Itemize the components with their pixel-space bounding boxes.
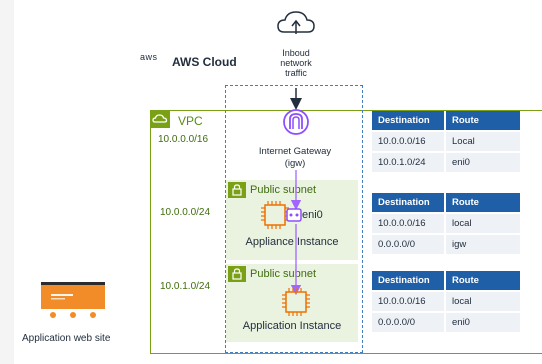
column-header-route: Route: [452, 197, 479, 208]
table-header: Destination Route: [372, 193, 520, 212]
website-label: Application web site: [22, 333, 111, 344]
inbound-traffic-label: Inboud network traffic: [266, 48, 326, 78]
destination-cell: 10.0.0.0/16: [372, 292, 446, 311]
ec2-instance-icon: [282, 288, 310, 316]
column-header-destination: Destination: [372, 271, 446, 290]
vpc-cidr: 10.0.0.0/16: [158, 134, 209, 145]
aws-logo: aws: [140, 52, 158, 62]
table-row: 10.0.0.0/16 local: [372, 212, 520, 233]
route-cell: Local: [452, 136, 475, 147]
column-header-route: Route: [452, 115, 479, 126]
appliance-instance-label: Appliance Instance: [245, 236, 339, 248]
table-row: 10.0.0.0/16 local: [372, 290, 520, 311]
column-header-destination: Destination: [372, 193, 446, 212]
left-margin-band: [0, 0, 14, 364]
destination-cell: 10.0.1.0/24: [372, 153, 446, 172]
table-row: 10.0.1.0/24 eni0: [372, 151, 520, 172]
route-cell: eni0: [452, 157, 470, 168]
table-header: Destination Route: [372, 271, 520, 290]
lock-icon: [228, 182, 246, 198]
column-header-destination: Destination: [372, 111, 446, 130]
website-thumbnail: [41, 282, 105, 322]
igw-line-2: (igw): [284, 158, 306, 169]
application-instance-label: Application Instance: [242, 320, 342, 332]
network-interface-icon: [286, 208, 302, 222]
eni-label: eni0: [302, 209, 323, 221]
destination-cell: 10.0.0.0/16: [372, 214, 446, 233]
lock-icon: [228, 266, 246, 282]
table-header: Destination Route: [372, 111, 520, 130]
destination-cell: 10.0.0.0/16: [372, 132, 446, 151]
subnet-2-label: Public subnet: [250, 268, 317, 280]
column-header-route: Route: [452, 275, 479, 286]
inbound-line-2: network: [280, 58, 312, 68]
subnet-1-label: Public subnet: [250, 184, 317, 196]
destination-cell: 0.0.0.0/0: [372, 313, 446, 332]
availability-zone-boundary: [225, 85, 363, 353]
destination-cell: 0.0.0.0/0: [372, 235, 446, 254]
igw-line-1: Internet Gateway: [258, 146, 332, 157]
table-row: 10.0.0.0/16 Local: [372, 130, 520, 151]
table-row: 0.0.0.0/0 eni0: [372, 311, 520, 332]
route-cell: local: [452, 218, 472, 229]
cloud-upload-icon: [277, 11, 315, 34]
vpc-boundary: [150, 110, 542, 354]
internet-gateway-icon: [283, 109, 309, 135]
route-table-subnet-2: Destination Route 10.0.0.0/16 local 0.0.…: [372, 271, 520, 332]
public-subnet-2: [226, 264, 358, 342]
inbound-line-1: Inboud: [282, 48, 310, 58]
table-row: 0.0.0.0/0 igw: [372, 233, 520, 254]
route-cell: eni0: [452, 317, 470, 328]
route-table-vpc: Destination Route 10.0.0.0/16 Local 10.0…: [372, 111, 520, 172]
aws-cloud-label: AWS Cloud: [172, 55, 237, 69]
vpc-icon: [150, 110, 170, 128]
subnet-1-cidr: 10.0.0.0/24: [160, 207, 211, 218]
vpc-label: VPC: [178, 114, 203, 128]
route-table-subnet-1: Destination Route 10.0.0.0/16 local 0.0.…: [372, 193, 520, 254]
inbound-line-3: traffic: [285, 68, 307, 78]
internet-gateway-label: Internet Gateway (igw): [244, 146, 346, 170]
subnet-2-cidr: 10.0.1.0/24: [160, 281, 211, 292]
route-cell: igw: [452, 239, 467, 250]
ec2-instance-icon: [261, 201, 289, 229]
route-cell: local: [452, 296, 472, 307]
